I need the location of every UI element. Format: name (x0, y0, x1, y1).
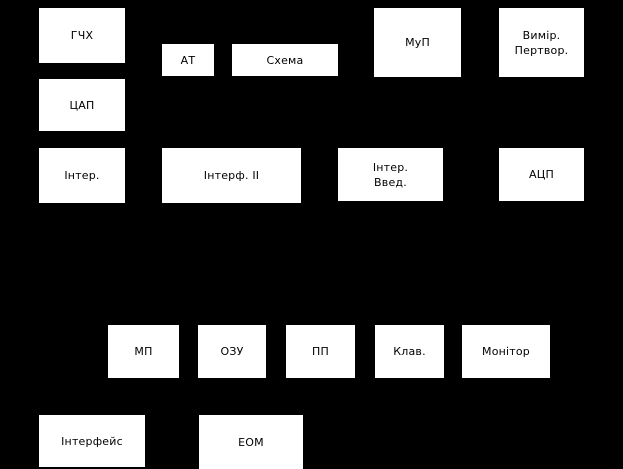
diagram-node-klav[interactable]: Клав. (375, 325, 444, 378)
diagram-node-inter-vved[interactable]: Інтер. Введ. (338, 148, 443, 201)
diagram-node-label: Інтер. Введ. (372, 160, 409, 189)
diagram-node-mp[interactable]: МП (108, 325, 179, 378)
diagram-node-ozu[interactable]: ОЗУ (198, 325, 266, 378)
diagram-node-label: МП (134, 345, 153, 358)
diagram-node-label: Інтер. (64, 169, 100, 182)
diagram-node-label: Інтерфейс (61, 434, 123, 448)
diagram-node-label: ЕОМ (238, 435, 264, 449)
diagram-node-mup[interactable]: МуП (374, 8, 461, 77)
diagram-node-atsp[interactable]: АЦП (499, 148, 584, 201)
diagram-node-label: ПП (312, 345, 329, 358)
diagram-node-label: ГЧХ (70, 29, 94, 42)
diagram-node-shema[interactable]: Схема (232, 44, 338, 76)
diagram-node-label: ОЗУ (220, 345, 244, 358)
diagram-node-vymir[interactable]: Вимір. Пертвор. (499, 8, 584, 77)
diagram-node-gchh[interactable]: ГЧХ (39, 8, 125, 63)
diagram-node-label: Інтерф. II (203, 169, 260, 182)
diagram-node-interfeys[interactable]: Інтерфейс (39, 415, 145, 467)
diagram-node-label: Монітор (482, 345, 530, 358)
diagram-node-at[interactable]: АТ (162, 44, 214, 76)
diagram-node-label: Клав. (393, 345, 426, 358)
diagram-node-label: МуП (405, 36, 430, 49)
diagram-node-interf2[interactable]: Інтерф. II (162, 148, 301, 203)
diagram-node-monitor[interactable]: Монітор (462, 325, 550, 378)
diagram-node-eom[interactable]: ЕОМ (199, 415, 303, 469)
diagram-node-label: Схема (266, 53, 304, 67)
diagram-node-label: АТ (180, 53, 196, 67)
diagram-node-tsap[interactable]: ЦАП (39, 79, 125, 131)
diagram-node-label: Вимір. Пертвор. (514, 28, 569, 57)
diagram-node-label: АЦП (529, 168, 554, 181)
diagram-node-pp[interactable]: ПП (286, 325, 355, 378)
diagram-node-label: ЦАП (69, 98, 95, 112)
diagram-node-inter[interactable]: Інтер. (39, 148, 125, 203)
